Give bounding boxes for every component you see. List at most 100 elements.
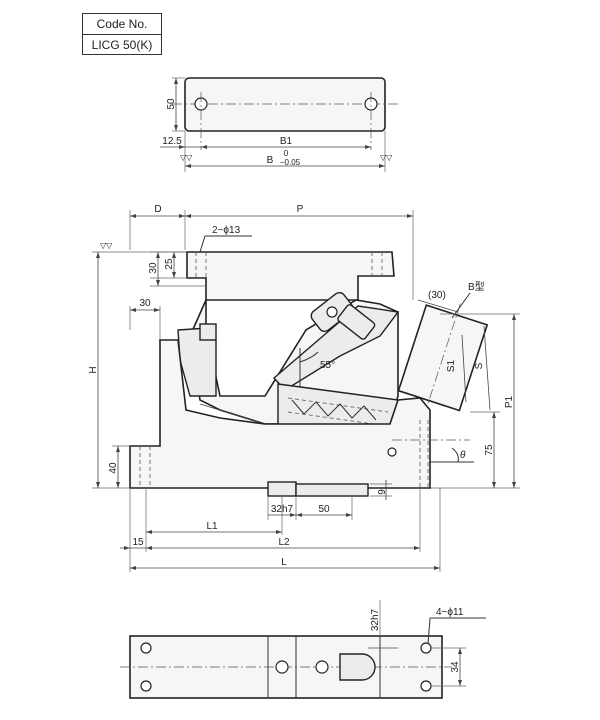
arrow	[130, 214, 136, 218]
arrow	[379, 164, 385, 168]
key-slot	[267, 481, 297, 497]
base-hole	[140, 642, 152, 654]
dim-line-s	[483, 325, 491, 411]
arrow	[296, 513, 302, 517]
tolerance-upper: 0	[284, 149, 289, 158]
dim-text-p1: P1	[504, 395, 515, 408]
leader-holes	[199, 235, 206, 253]
dim-text-50: 50	[318, 504, 330, 515]
arrow	[492, 482, 496, 488]
bottom-view: 32h7 4−ϕ11 34	[120, 600, 486, 699]
arrow	[201, 145, 207, 149]
holes-note-bottom: 4−ϕ11	[436, 607, 464, 618]
arrow	[492, 412, 496, 418]
finish-mark-right: ▽▽	[380, 153, 393, 162]
arrow	[179, 214, 185, 218]
arrow	[172, 272, 176, 278]
base-hole	[140, 680, 152, 692]
dim-text-30-top: 30	[148, 262, 159, 274]
arrow	[174, 78, 178, 84]
arrow	[146, 530, 152, 534]
arrow	[116, 482, 120, 488]
dim-line-s1	[461, 334, 467, 403]
arrow	[116, 446, 120, 452]
spring-coil	[291, 399, 377, 421]
finish-mark: ▽▽	[100, 241, 113, 250]
b-type-label: B型	[468, 280, 485, 293]
dim-line-st	[199, 403, 266, 425]
arrow	[154, 308, 160, 312]
angle-text-theta: θ	[460, 450, 466, 461]
base-pin	[387, 447, 397, 457]
dim-text-l1: L1	[206, 521, 218, 532]
angle-text-55: 55°	[320, 360, 335, 371]
arrow	[96, 482, 100, 488]
arrow	[156, 252, 160, 258]
top-plate	[184, 77, 386, 132]
dim-line-30-paren	[417, 299, 459, 313]
arrow	[174, 125, 178, 131]
tolerance-lower: −0.05	[280, 158, 301, 167]
pivot-arm-body	[337, 304, 376, 340]
dim-text-32h7-bottom: 32h7	[370, 608, 381, 631]
arrow	[434, 566, 440, 570]
arrow	[124, 546, 130, 550]
leader-holes-bottom	[427, 617, 431, 645]
center-screw	[315, 660, 329, 674]
dim-text-34: 34	[450, 661, 461, 673]
arrow	[96, 252, 100, 258]
arrow	[512, 482, 516, 488]
arrow	[414, 546, 420, 550]
dim-text-9: 9	[377, 489, 388, 495]
dim-text-p: P	[297, 204, 304, 215]
pivot-pin	[326, 306, 338, 318]
dim-text-40: 40	[108, 462, 119, 474]
arrow	[146, 546, 152, 550]
dim-text-50: 50	[166, 98, 177, 110]
arrow	[130, 566, 136, 570]
arrow	[290, 513, 296, 517]
dim-text-30-left: 30	[139, 298, 151, 309]
code-number-header: Code No.	[96, 17, 148, 31]
base-hole	[420, 680, 432, 692]
center-screw	[275, 660, 289, 674]
dim-text-b: B	[267, 155, 274, 166]
arrow	[185, 164, 191, 168]
dim-text-h: H	[88, 366, 99, 373]
dim-text-30-paren: (30)	[428, 290, 446, 301]
angle-arc-55	[299, 351, 319, 363]
guide-block-cap	[199, 323, 217, 341]
dim-text-25: 25	[164, 258, 175, 270]
dim-text-l: L	[281, 557, 287, 568]
arrow	[156, 280, 160, 286]
dim-text-b1: B1	[280, 136, 293, 147]
arrow	[346, 513, 352, 517]
holes-note-side: 2−ϕ13	[212, 225, 241, 236]
arrow	[185, 214, 191, 218]
code-number-box: Code No. LICG 50(K)	[82, 13, 162, 55]
code-number-value: LICG 50(K)	[83, 34, 161, 55]
arrow	[458, 648, 462, 654]
dim-text-l2: L2	[278, 537, 290, 548]
pivot-arm	[337, 304, 376, 340]
arrow	[512, 314, 516, 320]
key-slot-extension	[295, 483, 369, 497]
spring-line	[287, 397, 389, 413]
arrow	[458, 680, 462, 686]
dim-text-s1: S1	[446, 359, 457, 372]
side-view: D P 2−ϕ13 30 25 55°	[88, 204, 520, 572]
dim-text-12-5: 12.5	[162, 136, 182, 147]
base-block	[129, 339, 431, 489]
cam-plate-centerline	[425, 303, 461, 411]
arrow	[407, 214, 413, 218]
base-hole	[420, 642, 432, 654]
dim-text-s: S	[474, 362, 485, 369]
top-view: 50 12.5 B1 B 0 −0.05 ▽▽ ▽▽	[160, 77, 400, 172]
dim-text-75: 75	[484, 444, 495, 456]
arrow	[365, 145, 371, 149]
arrow	[172, 252, 176, 258]
theta-arc	[451, 447, 459, 463]
finish-mark-left: ▽▽	[180, 153, 193, 162]
arrow	[130, 308, 136, 312]
